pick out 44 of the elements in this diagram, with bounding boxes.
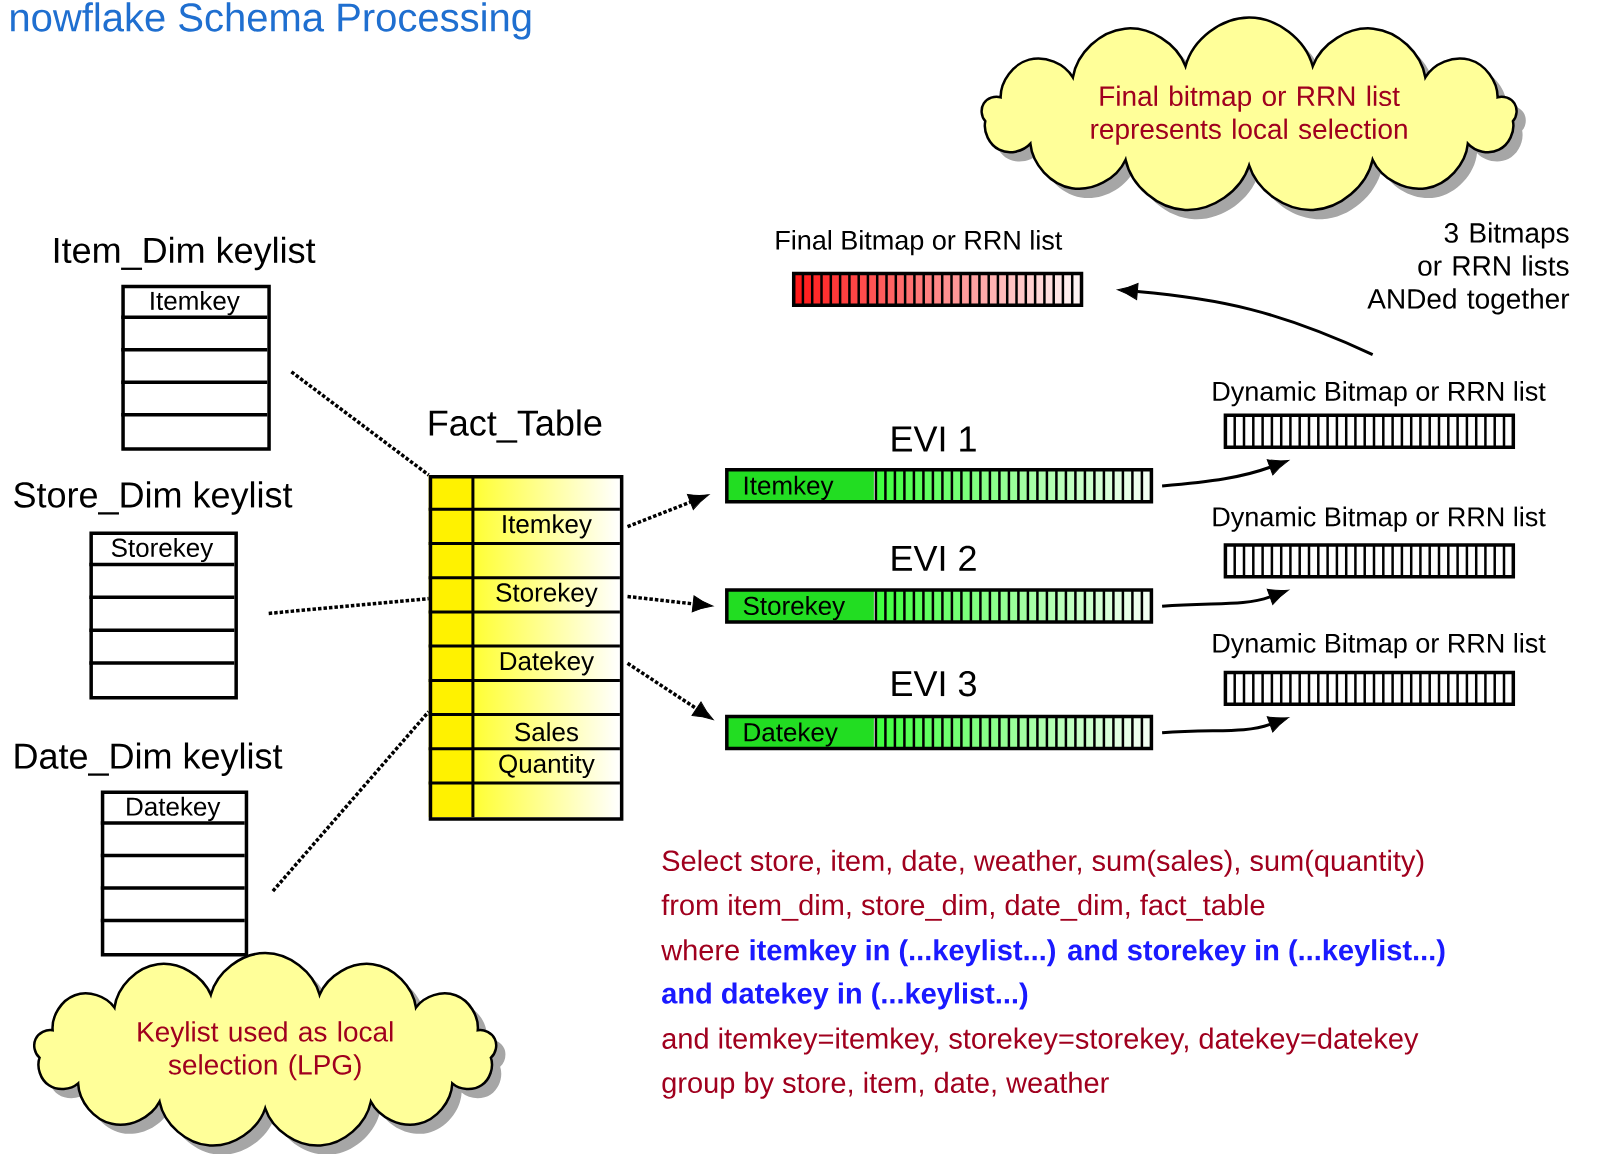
table-heading: Fact_Table (429, 409, 602, 443)
index-bar: Itemkey (725, 468, 1154, 504)
query-text: group by store, item, date, weather (662, 1071, 1109, 1099)
bitmap-label: Dynamic Bitmap or RRN list (1213, 633, 1546, 659)
index-heading: EVI 1 (892, 426, 976, 452)
arrow (1162, 716, 1289, 735)
fact-table: Itemkey Storekey Datekey Sales Quantity (428, 475, 624, 821)
connector-line (290, 370, 430, 477)
bitmap-label: Final Bitmap or RRN list (776, 230, 1063, 256)
node-label: Sales (515, 722, 578, 742)
arrow (626, 493, 710, 529)
index-bar: Datekey (725, 714, 1154, 751)
index-heading: EVI 2 (892, 545, 976, 571)
table-heading: Item_Dim keylist (54, 236, 316, 271)
bitmap-label: Dynamic Bitmap or RRN list (1213, 381, 1546, 407)
keylist-table: Storekey (89, 531, 238, 700)
bitmap-label: Dynamic Bitmap or RRN list (1213, 506, 1546, 532)
arrow (626, 661, 714, 720)
arrow (1161, 459, 1289, 488)
query-text: and itemkey=itemkey, storekey=storekey, datekey=datekey (662, 1027, 1419, 1055)
arrow (1117, 282, 1374, 356)
arrow (627, 594, 714, 613)
table-heading: Store_Dim keylist (14, 481, 293, 515)
connector-line (271, 710, 431, 893)
node-label: Datekey (500, 651, 595, 676)
arrow (1162, 588, 1289, 608)
title: nowflake Schema Processing (11, 2, 531, 40)
query-text: and datekey in (...keylist...) (662, 982, 1028, 1010)
note: 3 Bitmaps or RRN lists ANDed together (1367, 222, 1570, 315)
keylist-table: Itemkey (121, 284, 271, 451)
index-heading: EVI 3 (892, 670, 976, 697)
query-text: Select store, item, date, weather, sum(sales), sum(quantity) (662, 849, 1424, 877)
node-label: Storekey (496, 582, 598, 607)
index-bar: Storekey (725, 588, 1154, 624)
table-heading: Date_Dim keylist (15, 742, 283, 777)
node-label: Quantity (499, 753, 595, 779)
connector-line (268, 596, 429, 616)
node-label: Itemkey (503, 514, 592, 539)
query-text: where (661, 939, 739, 961)
query-text: from item_dim, store_dim, date_dim, fact_table (661, 894, 1265, 921)
keylist-table: Datekey (100, 790, 249, 957)
cloud-callout: Final bitmap or RRN list represents local selection (980, 16, 1526, 220)
cloud-callout: Keylist used as local selection (LPG) (33, 951, 506, 1154)
query-text: itemkey in (...keylist...) and storekey in (...keylist...) (750, 939, 1445, 967)
